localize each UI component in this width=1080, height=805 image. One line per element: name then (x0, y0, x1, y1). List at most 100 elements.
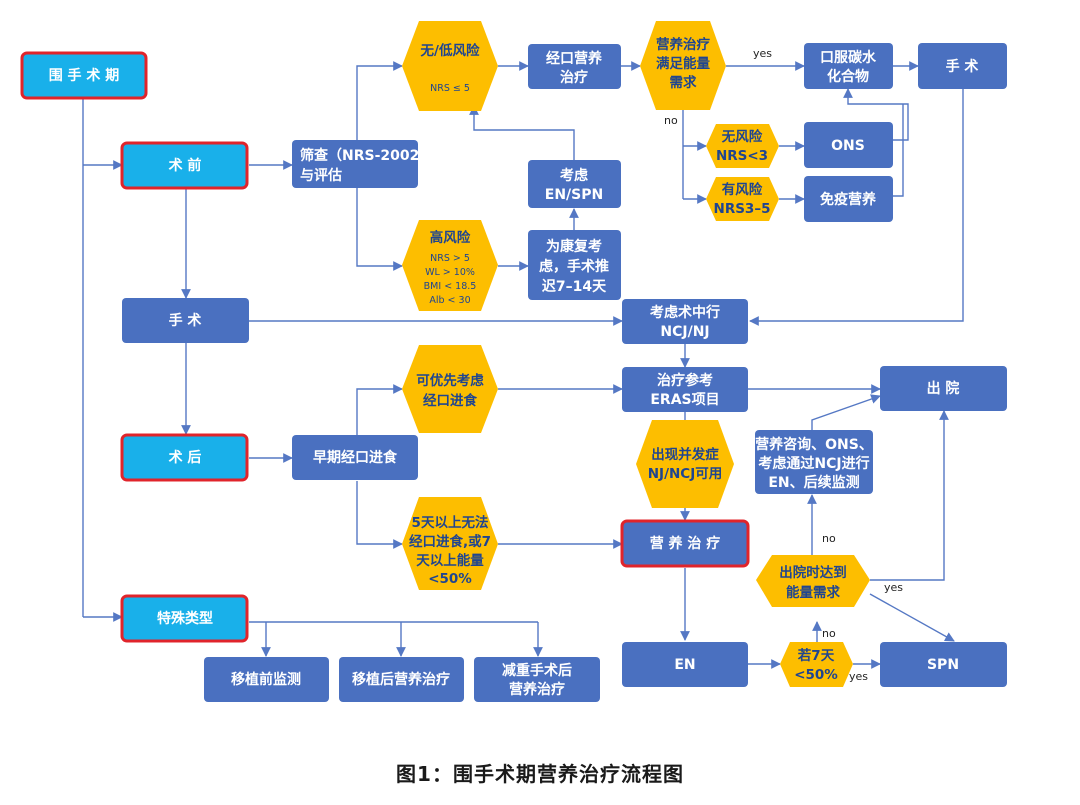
connector-consider-lowrisk (469, 105, 575, 160)
node-risk: 有风险 NRS3–5 (706, 177, 779, 221)
node-reach-line2: 能量需求 (786, 584, 840, 601)
node-meet-line2: 满足能量 (656, 55, 710, 72)
node-meet: 营养治疗 满足能量 需求 (640, 21, 726, 110)
node-screen-line1: 筛查（NRS-2002) (300, 147, 426, 164)
node-complication-line1: 出现并发症 (651, 446, 719, 463)
node-discharge: 出 院 (880, 366, 1007, 411)
label-no-reach: no (822, 532, 836, 545)
node-tx1-label: 移植前监测 (231, 671, 301, 688)
node-delay-line2: 虑，手术推 (539, 258, 609, 275)
node-discharge-label: 出 院 (927, 380, 960, 397)
node-periop: 围 手 术 期 (20, 51, 148, 100)
node-risk-line1: 有风险 (722, 181, 763, 198)
node-eras-line1: 治疗参考 (657, 372, 713, 389)
node-norisk-line2: NRS<3 (716, 148, 768, 164)
node-periop-label: 围 手 术 期 (49, 67, 120, 84)
node-cannot-line1: 5天以上无法 (412, 514, 489, 531)
node-norisk-line1: 无风险 (721, 128, 763, 145)
node-prefer: 可优先考虑 经口进食 (402, 345, 498, 433)
node-delay-line1: 为康复考 (546, 238, 602, 255)
node-lowrisk: 无/低风险 NRS ≤ 5 (402, 21, 498, 111)
node-eras-line2: ERAS项目 (650, 392, 719, 408)
node-consider-line1: 考虑 (560, 167, 588, 184)
node-oral: 经口营养 治疗 (528, 44, 621, 89)
node-seven-line1: 若7天 (797, 647, 835, 664)
node-early-label: 早期经口进食 (313, 449, 398, 466)
node-carb-line1: 口服碳水 (820, 49, 877, 66)
node-counsel-line3: EN、后续监测 (768, 474, 859, 491)
node-postop-label: 术 后 (169, 449, 202, 466)
node-reach-line1: 出院时达到 (779, 564, 847, 581)
node-complication: 出现并发症 NJ/NCJ可用 (636, 420, 734, 508)
node-cannot: 5天以上无法 经口进食,或7 天以上能量 <50% (402, 497, 498, 590)
node-cannot-line2: 经口进食,或7 (409, 533, 491, 550)
node-meet-line1: 营养治疗 (656, 36, 710, 53)
node-screen: 筛查（NRS-2002) 与评估 (292, 140, 426, 188)
node-highrisk-item3: BMI < 18.5 (424, 281, 477, 292)
node-meet-line3: 需求 (670, 74, 698, 91)
node-spn: SPN (880, 642, 1007, 687)
node-intraop: 考虑术中行 NCJ/NJ (622, 299, 748, 344)
node-ons-label: ONS (831, 138, 865, 154)
connector-early-prefer (356, 384, 403, 435)
node-carb-line2: 化合物 (827, 68, 869, 85)
connector-immune-carb (893, 104, 904, 197)
node-tx3-line1: 减重手术后 (502, 662, 572, 679)
node-tx3: 减重手术后 营养治疗 (474, 657, 600, 702)
node-surg-top: 手 术 (918, 43, 1007, 89)
node-tx2: 移植后营养治疗 (339, 657, 464, 702)
node-surg-top-label: 手 术 (946, 58, 979, 75)
figure-caption: 图1：围手术期营养治疗流程图 (396, 762, 684, 786)
node-lowrisk-title: 无/低风险 (420, 42, 480, 59)
node-cannot-line3: 天以上能量 (416, 552, 484, 569)
connectors (82, 61, 964, 669)
node-special-label: 特殊类型 (157, 610, 213, 627)
connector-reach-spn (869, 593, 955, 642)
connector-screen-lowrisk (356, 61, 403, 140)
node-lowrisk-sub: NRS ≤ 5 (430, 83, 470, 94)
label-yes-seven: yes (849, 670, 868, 683)
node-en-label: EN (674, 657, 695, 673)
node-cannot-line4: <50% (428, 571, 472, 587)
connector-reach-discharge (870, 410, 949, 581)
node-highrisk: 高风险 NRS > 5 WL > 10% BMI < 18.5 Alb < 30 (402, 220, 498, 311)
node-intraop-line1: 考虑术中行 (650, 304, 720, 321)
node-screen-line2: 与评估 (300, 167, 342, 184)
connector-surgtop-intraop (749, 89, 964, 326)
node-counsel: 营养咨询、ONS、 考虑通过NCJ进行 EN、后续监测 (755, 430, 873, 494)
node-tx2-label: 移植后营养治疗 (352, 671, 450, 688)
node-delay: 为康复考 虑，手术推 迟7–14天 (528, 230, 621, 300)
node-tx3-line2: 营养治疗 (509, 681, 565, 698)
node-prefer-line1: 可优先考虑 (416, 372, 484, 389)
node-ons: ONS (804, 122, 893, 168)
node-complication-line2: NJ/NCJ可用 (648, 466, 722, 482)
label-no-meet: no (664, 114, 678, 127)
node-seven-line2: <50% (794, 667, 838, 683)
node-surgery: 手 术 (122, 298, 249, 343)
node-consider-line2: EN/SPN (545, 187, 603, 203)
node-carb: 口服碳水 化合物 (804, 43, 893, 89)
node-oral-line2: 治疗 (560, 69, 588, 86)
node-risk-line2: NRS3–5 (714, 201, 771, 217)
node-counsel-line2: 考虑通过NCJ进行 (758, 455, 869, 472)
node-consider: 考虑 EN/SPN (528, 160, 621, 208)
node-immune: 免疫营养 (804, 176, 893, 222)
node-highrisk-item1: NRS > 5 (430, 253, 470, 264)
node-norisk: 无风险 NRS<3 (706, 124, 779, 168)
node-nutrition-label: 营 养 治 疗 (650, 535, 721, 552)
node-reach: 出院时达到 能量需求 (756, 555, 870, 607)
node-counsel-line1: 营养咨询、ONS、 (755, 436, 873, 453)
connector-early-cannot (356, 481, 403, 549)
node-preop-label: 术 前 (169, 157, 202, 174)
node-oral-line1: 经口营养 (546, 50, 603, 67)
connector-counsel-discharge (811, 394, 881, 430)
node-tx1: 移植前监测 (204, 657, 329, 702)
node-prefer-line2: 经口进食 (423, 392, 477, 409)
node-seven: 若7天 <50% (780, 642, 853, 687)
node-highrisk-item2: WL > 10% (425, 267, 475, 278)
node-en: EN (622, 642, 748, 687)
node-postop: 术 后 (120, 433, 249, 482)
node-highrisk-title: 高风险 (430, 229, 471, 246)
node-delay-line3: 迟7–14天 (542, 279, 607, 295)
